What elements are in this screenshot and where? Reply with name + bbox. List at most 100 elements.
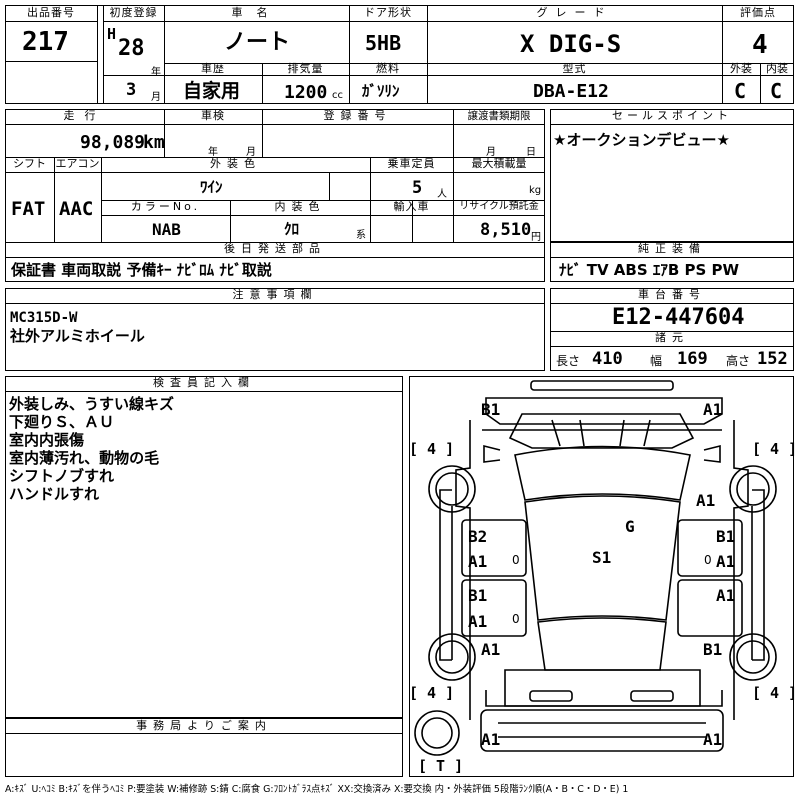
sales-label: セールスポイント <box>612 109 732 122</box>
spare-tire-label: [ T ] <box>418 757 464 775</box>
shift-label: シフト <box>13 157 46 170</box>
mark-rear-right: A1 <box>703 730 723 749</box>
inspector-line: シフトノブすれ <box>9 467 115 485</box>
ac-label: エアコン <box>55 157 100 170</box>
notes-box <box>5 288 545 371</box>
width-label: 幅 <box>650 354 663 368</box>
diagram-box <box>409 376 794 777</box>
inspection-month-unit: 月 <box>246 147 256 158</box>
ext-color-label: 外装色 <box>210 157 261 170</box>
equipment-box <box>550 242 794 282</box>
reg-year: 28 <box>118 36 145 61</box>
later-parts-value: 保証書 車両取説 予備ｷｰ ﾅﾋﾞﾛﾑ ﾅﾋﾞ取説 <box>11 261 272 279</box>
tire-rear-left: [ 4 ] <box>409 684 455 702</box>
mark-left-front-door-top: B2 <box>468 527 488 546</box>
details-block <box>5 109 545 282</box>
mark-right-rear-door: A1 <box>716 586 736 605</box>
month-unit: 月 <box>151 92 161 103</box>
inspector-line: ハンドルすれ <box>9 485 100 503</box>
int-color-label: 内装色 <box>274 200 326 213</box>
displacement-value: 1200 <box>284 82 328 103</box>
height-value: 152 <box>757 349 788 369</box>
capacity-unit: 人 <box>437 189 447 200</box>
displacement-label: 排気量 <box>287 62 324 75</box>
ext-grade: C <box>734 79 747 103</box>
displacement-unit: cc <box>332 90 343 101</box>
grade-label: グレード <box>536 6 613 19</box>
mark-left-front-door-bottom: A1 <box>468 552 488 571</box>
notes-line-1: MC315D-W <box>10 310 78 326</box>
car-diagram <box>414 380 777 756</box>
ac-value: AAC <box>59 198 94 220</box>
mark-rear-left: A1 <box>481 730 501 749</box>
recycle-value: 8,510 <box>480 220 532 240</box>
inspection-year-unit: 年 <box>208 147 218 158</box>
int-color-unit: 系 <box>356 230 366 241</box>
equipment-text: ﾅﾋﾞ TV ABS ｴｱB PS PW <box>559 261 740 279</box>
inspector-label: 検査員記入欄 <box>153 376 255 389</box>
tire-rear-right: [ 4 ] <box>752 684 798 702</box>
mark-right-front-door-top: B1 <box>716 527 736 546</box>
model-value: DBA-E12 <box>533 81 609 102</box>
length-value: 410 <box>592 349 623 369</box>
transfer-day-unit: 日 <box>526 147 536 158</box>
office-box <box>5 718 403 777</box>
tire-front-right: [ 4 ] <box>752 440 798 458</box>
ext-label: 外装 <box>730 62 752 75</box>
color-no-label: カラーNo. <box>130 200 201 213</box>
mark-cabin: S1 <box>592 548 612 567</box>
fuel-value: ｶﾞｿﾘﾝ <box>362 82 400 100</box>
recycle-unit: 円 <box>531 232 541 243</box>
history-value: 自家用 <box>183 80 241 102</box>
mark-front-left: B1 <box>481 400 501 419</box>
mark-roof: G <box>625 517 635 536</box>
mark-left-rear-door-bottom: A1 <box>468 612 488 631</box>
int-color-value: ｸﾛ <box>284 220 300 238</box>
door-type: 5HB <box>365 31 402 55</box>
office-label: 事務局よりご案内 <box>136 719 272 732</box>
tire-front-left: [ 4 ] <box>409 440 455 458</box>
later-parts-label: 後日発送部品 <box>224 242 326 255</box>
load-unit: kg <box>529 185 542 196</box>
inspector-line: 下廻りＳ、ＡＵ <box>9 413 115 431</box>
mileage-label: 走行 <box>63 109 106 122</box>
door-zero-3: 0 <box>704 553 712 567</box>
color-no-value: NAB <box>152 220 181 239</box>
lot-number: 217 <box>22 27 69 57</box>
length-label: 長さ <box>556 354 581 368</box>
mark-fender-right: A1 <box>696 491 716 510</box>
model-label: 型式 <box>562 62 587 75</box>
inspector-line: 室内薄汚れ、動物の毛 <box>9 449 160 467</box>
era: H <box>107 25 117 43</box>
mark-front-right: A1 <box>703 400 723 419</box>
transfer-month-unit: 月 <box>486 147 496 158</box>
score-value: 4 <box>752 30 768 60</box>
ext-color-value: ﾜｲﾝ <box>200 178 223 196</box>
notes-label: 注意事項欄 <box>232 288 318 301</box>
inspection-label: 車検 <box>201 109 225 122</box>
mileage-unit: km <box>143 132 165 153</box>
regno-label: 登録番号 <box>323 109 392 122</box>
car-name-label: 車名 <box>231 6 282 19</box>
specs-label: 諸元 <box>655 331 689 344</box>
first-reg-label: 初度登録 <box>109 6 158 19</box>
mark-rear-fender-right: B1 <box>703 640 723 659</box>
int-label: 内装 <box>766 62 788 75</box>
door-zero-1: 0 <box>512 553 520 567</box>
equipment-label: 純正装備 <box>638 242 706 255</box>
recycle-label: リサイクル預託金 <box>459 201 539 212</box>
mark-left-rear-door-top: B1 <box>468 586 488 605</box>
inspector-line: 外装しみ、うすい線キズ <box>9 395 175 413</box>
int-grade: C <box>770 79 783 103</box>
door-zero-2: 0 <box>512 612 520 626</box>
door-label: ドア形状 <box>364 6 412 19</box>
mark-right-front-door-bottom: A1 <box>716 552 736 571</box>
history-label: 車歴 <box>201 62 225 75</box>
chassis-value: E12-447604 <box>612 305 745 330</box>
header-block <box>5 5 794 104</box>
mark-rear-fender-left: A1 <box>481 640 501 659</box>
lot-label: 出品番号 <box>27 6 75 19</box>
transfer-label: 譲渡書類期限 <box>467 110 531 122</box>
sales-text: ★オークションデビュー★ <box>553 131 730 149</box>
import-label: 輸入車 <box>393 200 430 213</box>
